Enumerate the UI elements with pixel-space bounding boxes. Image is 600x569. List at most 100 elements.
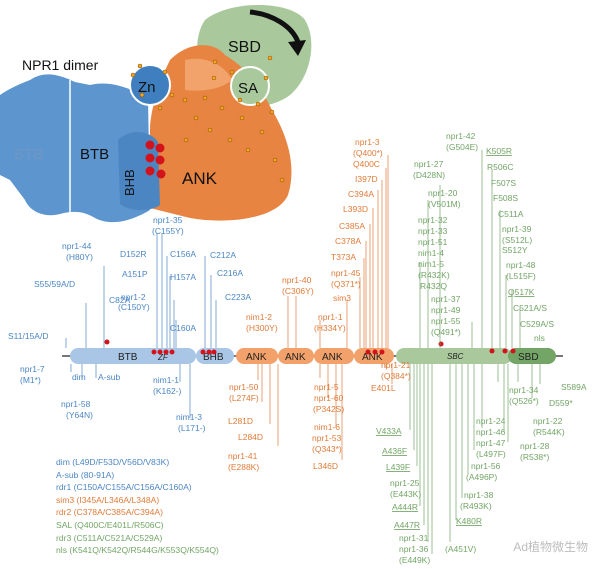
label-v501m: (V501M) [428,199,461,209]
bar-ank-label-3: ANK [322,352,343,363]
watermark: Ad植物微生物 [513,540,588,554]
label-s512l: (S512L) [502,235,532,245]
label-e443k: (E443K) [390,489,421,499]
structure-zn: Zn [138,79,156,96]
bar-btb-label: BTB [118,352,138,363]
label-r544k: (R544K) [533,427,565,437]
label-a151p: A151P [122,269,148,279]
label-nim1-5: nim1-5 [418,259,444,269]
label-c394a: C394A [348,189,374,199]
label-npr1-50: npr1-50 [229,382,259,392]
label-e288k: (E288K) [228,462,259,472]
label-s55-59: S55/59A/D [34,279,75,289]
label-a447r: A447R [394,520,420,530]
legend-row: sim3 (I345A/L346A/L348A) [56,494,160,505]
label-e401l: E401L [371,383,396,393]
label-q400stop: (Q400*) [353,148,383,158]
label-h300y: (H300Y) [246,323,278,333]
label-npr1-46: npr1-46 [476,427,506,437]
label-r538stop: (R538*) [520,452,549,462]
structure-sa: SA [238,80,258,97]
legend-row: SAL (Q400C/E401L/R506C) [56,519,164,530]
label-q400c: Q400C [353,159,380,169]
label-c511a: C511A [498,209,524,219]
label-nim1-4: nim1-4 [418,248,444,258]
label-nim1-6: nim1-6 [314,422,340,432]
sa-sphere [230,66,270,106]
label-s11-15: S11/15A/D [8,331,48,341]
label-c521a: C521A/S [513,303,547,313]
bar-bhb-label: BHB [203,352,224,363]
label-c82a: C82A [109,295,131,305]
label-s512y: S512Y [502,245,528,255]
mutation-labels: S11/15A/D S55/59A/D npr1-44 (H80Y) C82A … [8,131,587,565]
label-npr1-49: npr1-49 [431,305,461,315]
label-npr1-25: npr1-25 [390,478,420,488]
label-h80y: (H80Y) [66,252,93,262]
label-npr1-58: npr1-58 [61,399,91,409]
connector-lines-green [409,150,541,554]
label-npr1-51: npr1-51 [418,237,448,247]
label-i397d: I397D [355,174,378,184]
label-c150y: (C150Y) [118,302,150,312]
sa-speckles [130,55,285,183]
label-a436f: A436F [382,446,407,456]
label-l497f: (L497F) [476,449,506,459]
label-c212a: C212A [210,250,236,260]
label-c306y: (C306Y) [282,286,314,296]
interface-dots [145,140,166,179]
label-m1: (M1*) [20,375,41,385]
label-q343stop: (Q343*) [312,444,342,454]
label-q491stop: (Q491*) [431,327,461,337]
structure-ank: ANK [182,169,218,188]
sbd-arrowhead-icon [288,40,306,56]
label-d152r: D152R [120,249,146,259]
btb-body [0,74,150,223]
label-npr1-32: npr1-32 [418,215,448,225]
label-npr1-47: npr1-47 [476,438,506,448]
label-dim: dim [72,372,86,382]
label-npr1-5: npr1-5 [314,382,339,392]
label-npr1-55: npr1-55 [431,316,461,326]
label-npr1-38: npr1-38 [464,490,494,500]
label-c216a: C216A [217,268,243,278]
label-nim1-1: nim1-1 [153,375,179,385]
label-a-sub: A-sub [98,372,120,382]
label-c160a: C160A [170,323,196,333]
legend-row: rdr1 (C150A/C155A/C156A/C160A) [56,482,192,493]
label-npr1-42: npr1-42 [446,131,476,141]
label-npr1-1: npr1-1 [318,312,343,322]
label-npr1-24: npr1-24 [476,416,506,426]
label-c378a: C378A [335,236,361,246]
bar-ank-label-4: ANK [362,352,383,363]
label-npr1-27: npr1-27 [414,159,444,169]
label-h334y: (H334Y) [314,323,346,333]
label-nim1-3: nim1-3 [176,412,202,422]
label-r506c: R506C [487,162,513,172]
label-q384stop: (Q384*) [381,371,411,381]
label-k505r: K505R [486,146,512,156]
label-npr1-20: npr1-20 [428,188,458,198]
label-a444r: A444R [392,502,418,512]
sbd-domain [508,348,556,364]
label-npr1-39: npr1-39 [502,224,532,234]
label-a451v: (A451V) [445,544,476,554]
label-npr1-40: npr1-40 [282,275,312,285]
label-npr1-2: npr1-2 [121,292,146,302]
structure-btb-right: BTB [80,146,109,163]
legend-row: rdr2 (C378A/C385A/C394A) [56,507,163,518]
label-d428n: (D428N) [413,170,445,180]
label-a496p: (A496P) [466,472,497,482]
label-y64n: (Y64N) [66,410,93,420]
label-npr1-60: npr1-60 [314,393,344,403]
label-npr1-21: npr1-21 [381,360,411,370]
label-q371stop: (Q371*) [331,279,361,289]
legend-row: dim (L49D/F53D/V56D/V83K) [56,457,170,467]
label-npr1-33: npr1-33 [418,226,448,236]
sbc-domain [396,348,512,364]
ank-lobe-light [185,58,232,91]
label-npr1-31: npr1-31 [399,533,429,543]
mutation-legend: dim (L49D/F53D/V56D/V83K) A-sub (80-91A)… [56,456,219,557]
label-npr1-7: npr1-7 [20,364,45,374]
label-c155y: (C155Y) [152,226,184,236]
